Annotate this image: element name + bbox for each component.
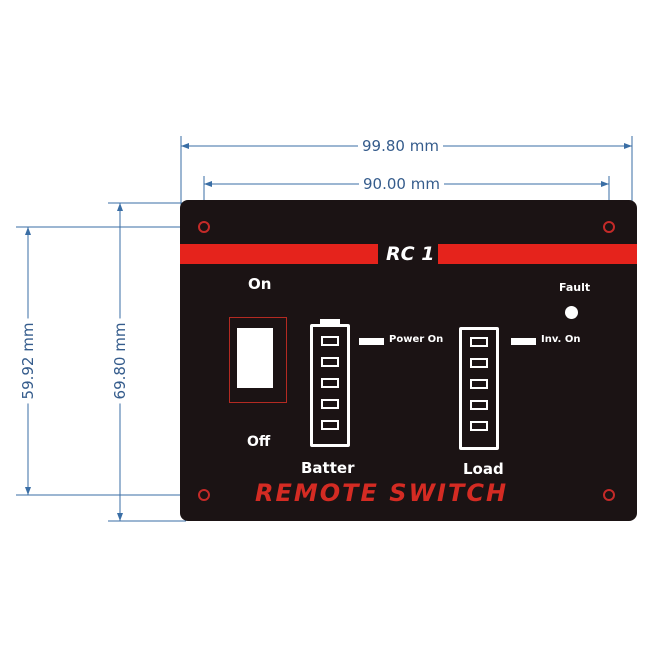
mounting-hole-top-left: [198, 221, 210, 233]
battery-meter-segment: [321, 399, 339, 409]
load-meter-segment: [470, 421, 488, 431]
battery-meter: [310, 324, 350, 447]
hole-spacing-width-label: 90.00 mm: [359, 175, 444, 193]
hole-spacing-height-label: 59.92 mm: [19, 318, 37, 404]
battery-meter-segment: [321, 357, 339, 367]
battery-meter-segment: [321, 420, 339, 430]
panel-title: REMOTE SWITCH: [255, 479, 509, 507]
rocker-switch[interactable]: [229, 317, 287, 403]
model-label: RC 1: [386, 243, 435, 265]
load-meter-segment: [470, 358, 488, 368]
fault-label: Fault: [559, 281, 591, 294]
red-stripe-left: [180, 244, 378, 264]
load-meter-segment: [470, 379, 488, 389]
mounting-hole-bottom-left: [198, 489, 210, 501]
red-stripe-right: [438, 244, 637, 264]
inv-on-indicator: [511, 338, 536, 345]
overall-height-label: 69.80 mm: [111, 318, 129, 404]
battery-meter-segment: [321, 378, 339, 388]
remote-switch-panel: RC 1 On Off Fault Power On Batter Inv. O…: [180, 200, 637, 521]
battery-meter-segment: [321, 336, 339, 346]
overall-width-label: 99.80 mm: [358, 137, 443, 155]
load-meter-segment: [470, 337, 488, 347]
inv-on-label: Inv. On: [541, 334, 581, 345]
mounting-hole-bottom-right: [603, 489, 615, 501]
load-meter-segment: [470, 400, 488, 410]
battery-label: Batter: [301, 459, 355, 477]
load-meter: [459, 327, 499, 450]
load-label: Load: [463, 460, 504, 478]
power-on-indicator: [359, 338, 384, 345]
fault-indicator-light: [565, 306, 578, 319]
battery-meter-cap: [320, 319, 340, 324]
switch-off-label: Off: [247, 434, 271, 450]
rocker-switch-button[interactable]: [237, 328, 273, 388]
power-on-label: Power On: [389, 334, 444, 345]
switch-on-label: On: [248, 275, 272, 293]
mounting-hole-top-right: [603, 221, 615, 233]
